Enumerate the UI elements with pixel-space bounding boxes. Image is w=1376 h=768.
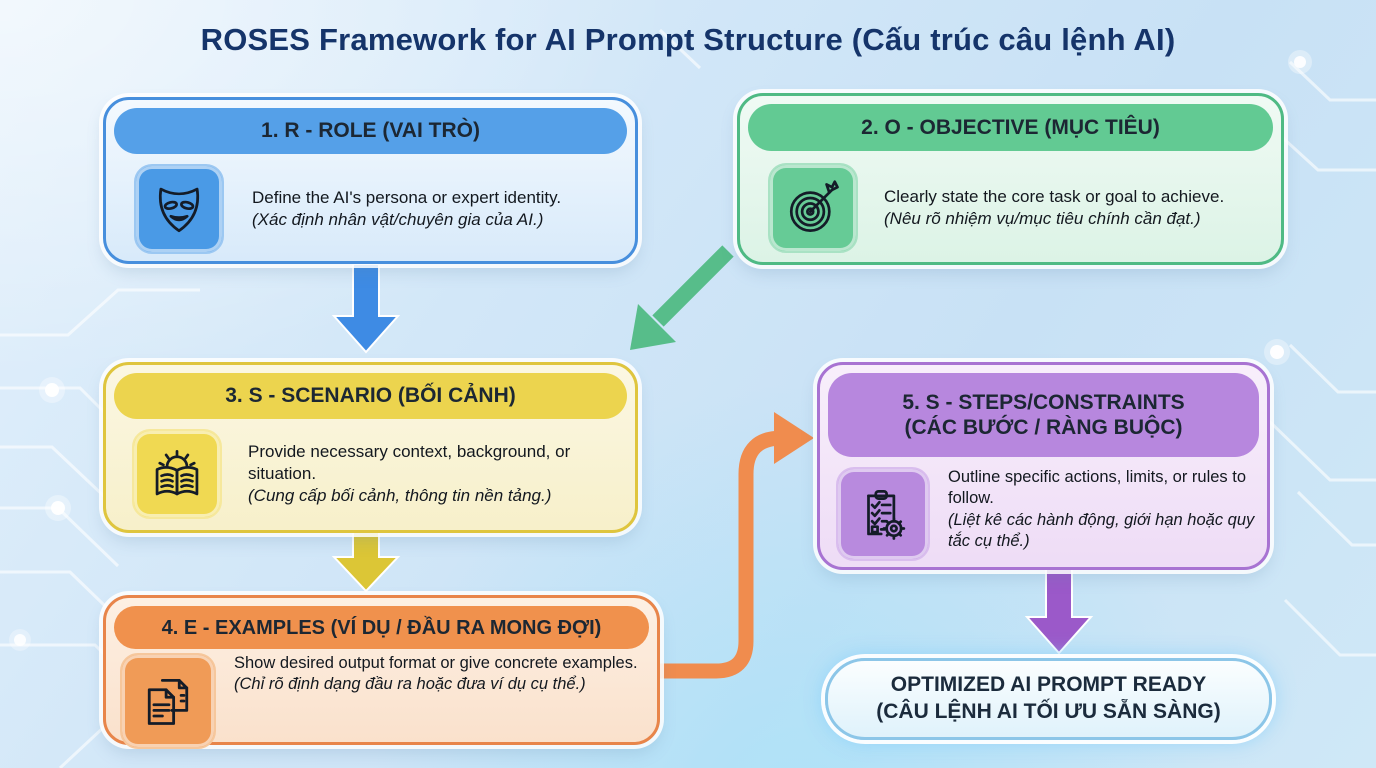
card-objective-header: 2. O - OBJECTIVE (MỤC TIÊU) — [748, 104, 1273, 151]
documents-icon — [120, 653, 216, 749]
card-objective-desc: Clearly state the core task or goal to a… — [884, 186, 1225, 206]
page-title: ROSES Framework for AI Prompt Structure … — [200, 22, 1176, 57]
arrow-steps-to-result — [1024, 569, 1094, 655]
card-scenario-desc: Provide necessary context, background, o… — [248, 441, 571, 483]
card-steps-header-line2: (CÁC BƯỚC / RÀNG BUỘC) — [904, 416, 1183, 439]
result-banner: OPTIMIZED AI PROMPT READY (CÂU LỆNH AI T… — [825, 658, 1272, 740]
card-examples: 4. E - EXAMPLES (VÍ DỤ / ĐẦU RA MONG ĐỢI… — [103, 595, 660, 749]
arrow-examples-to-steps — [656, 412, 814, 679]
card-examples-body: Show desired output format or give concr… — [106, 653, 657, 749]
card-objective-body: Clearly state the core task or goal to a… — [740, 159, 1281, 253]
theater-mask-icon — [134, 164, 224, 254]
book-sun-icon — [132, 429, 222, 519]
card-role: 1. R - ROLE (VAI TRÒ) Define the AI's pe… — [103, 97, 638, 264]
card-objective: 2. O - OBJECTIVE (MỤC TIÊU) Clearly stat… — [737, 93, 1284, 265]
card-steps-desc: Outline specific actions, limits, or rul… — [948, 468, 1247, 508]
card-role-body: Define the AI's persona or expert identi… — [106, 162, 635, 254]
card-scenario-header: 3. S - SCENARIO (BỐI CẢNH) — [114, 373, 627, 419]
card-objective-translation: (Nêu rõ nhiệm vụ/mục tiêu chính cần đạt.… — [884, 209, 1201, 228]
card-steps-header-line1: 5. S - STEPS/CONSTRAINTS — [902, 390, 1185, 414]
card-role-desc: Define the AI's persona or expert identi… — [252, 187, 562, 207]
arrow-scenario-to-examples — [331, 529, 401, 593]
card-scenario: 3. S - SCENARIO (BỐI CẢNH) Provide neces… — [103, 362, 638, 533]
card-steps-body: Outline specific actions, limits, or rul… — [820, 465, 1267, 561]
card-examples-header: 4. E - EXAMPLES (VÍ DỤ / ĐẦU RA MONG ĐỢI… — [114, 606, 649, 649]
card-steps-constraints: 5. S - STEPS/CONSTRAINTS (CÁC BƯỚC / RÀN… — [817, 362, 1270, 570]
arrow-objective-to-scenario — [630, 245, 734, 350]
arrow-role-to-scenario — [331, 264, 401, 354]
card-steps-header: 5. S - STEPS/CONSTRAINTS (CÁC BƯỚC / RÀN… — [828, 373, 1259, 457]
card-scenario-body: Provide necessary context, background, o… — [106, 427, 635, 519]
card-examples-desc: Show desired output format or give concr… — [234, 654, 638, 672]
target-icon — [768, 163, 858, 253]
card-role-translation: (Xác định nhân vật/chuyên gia của AI.) — [252, 210, 544, 229]
result-line1: OPTIMIZED AI PROMPT READY — [890, 673, 1207, 697]
card-steps-translation: (Liệt kê các hành động, giới hạn hoặc qu… — [948, 510, 1255, 551]
card-scenario-translation: (Cung cấp bối cảnh, thông tin nền tảng.) — [248, 486, 552, 506]
card-examples-translation: (Chỉ rõ định dạng đầu ra hoặc đưa ví dụ … — [234, 675, 586, 694]
result-line2: (CÂU LỆNH AI TỐI ƯU SẴN SÀNG) — [876, 700, 1221, 723]
card-role-header: 1. R - ROLE (VAI TRÒ) — [114, 108, 627, 154]
checklist-gear-icon — [836, 467, 930, 561]
